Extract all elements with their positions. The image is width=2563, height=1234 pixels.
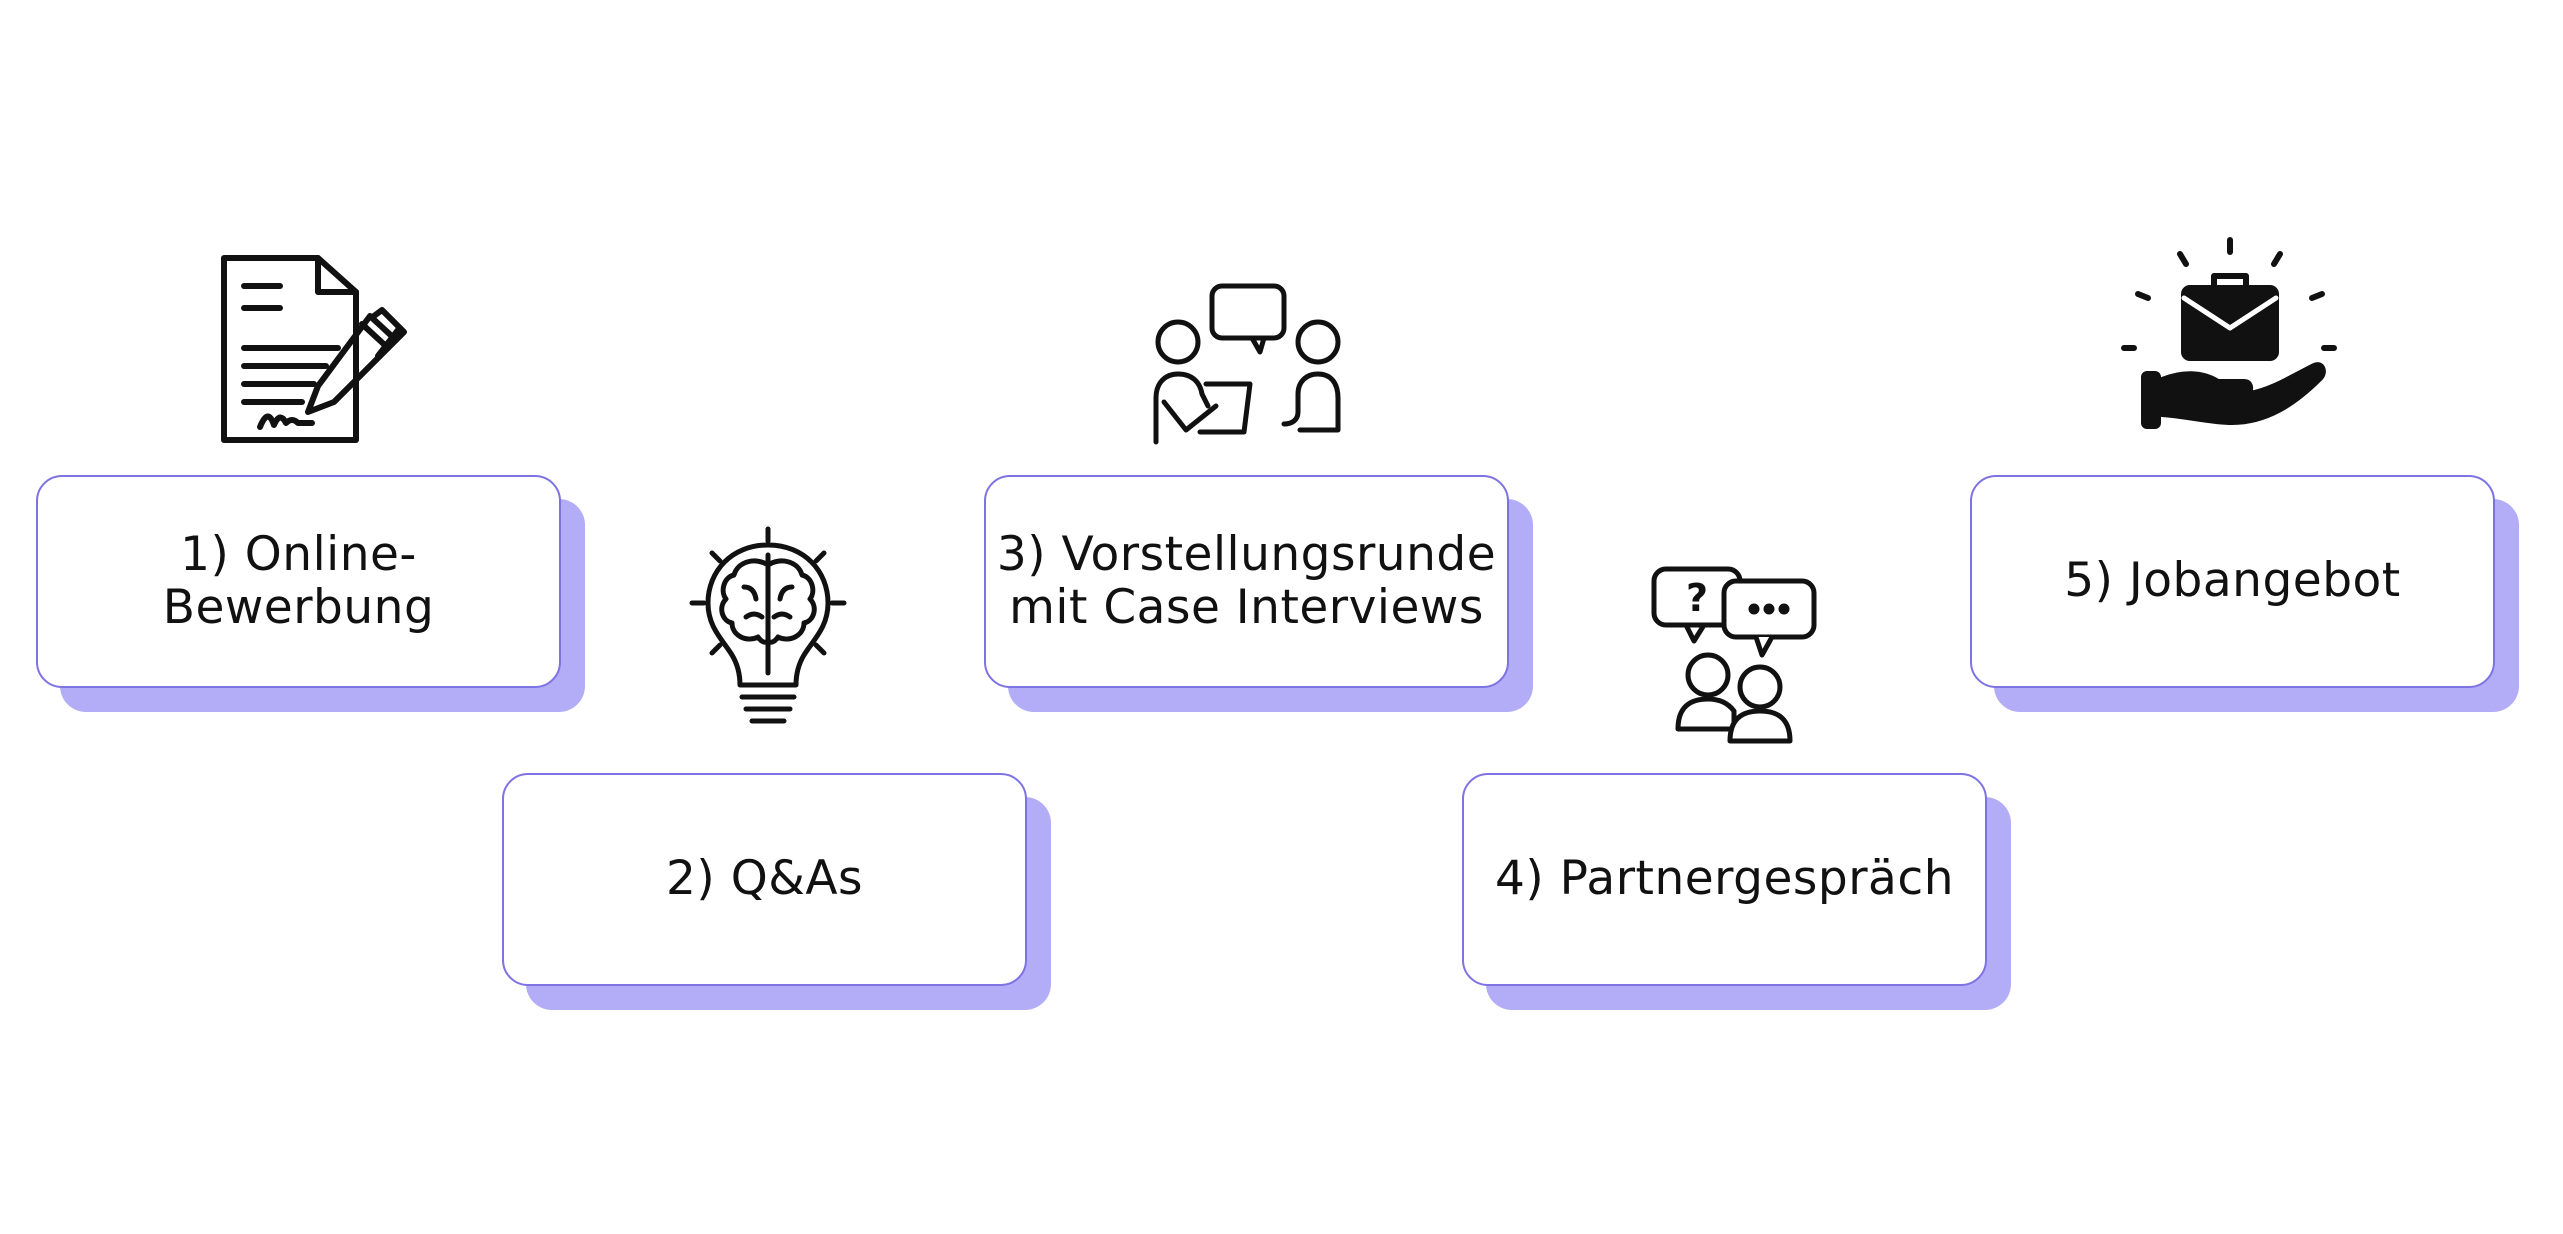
step-label: 1) Online-Bewerbung xyxy=(162,526,435,635)
document-signature-icon xyxy=(210,252,410,447)
step-card: 4) Partnergespräch xyxy=(1462,773,1987,986)
conversation-icon xyxy=(1152,282,1344,448)
job-offer-icon xyxy=(2118,236,2340,432)
step-card: 1) Online-Bewerbung xyxy=(36,475,561,688)
discussion-icon: ? xyxy=(1650,565,1820,745)
step-label: 2) Q&As xyxy=(666,851,863,907)
step-2-qas: 2) Q&As xyxy=(502,773,1051,1010)
step-card: 2) Q&As xyxy=(502,773,1027,986)
step-card: 5) Jobangebot xyxy=(1970,475,2495,688)
step-3-vorstellungsrunde: 3) Vorstellungsrunde mit Case Interviews xyxy=(984,475,1533,712)
step-4-partnergespraech: 4) Partnergespräch xyxy=(1462,773,2011,1010)
step-5-jobangebot: 5) Jobangebot xyxy=(1970,475,2519,712)
svg-text:?: ? xyxy=(1686,576,1708,620)
step-label: 4) Partnergespräch xyxy=(1495,851,1954,907)
step-1-online-bewerbung: 1) Online-Bewerbung xyxy=(36,475,585,712)
step-label: 3) Vorstellungsrunde mit Case Interviews xyxy=(996,526,1497,635)
lightbulb-brain-icon xyxy=(688,525,848,735)
step-card: 3) Vorstellungsrunde mit Case Interviews xyxy=(984,475,1509,688)
step-label: 5) Jobangebot xyxy=(2064,553,2401,609)
